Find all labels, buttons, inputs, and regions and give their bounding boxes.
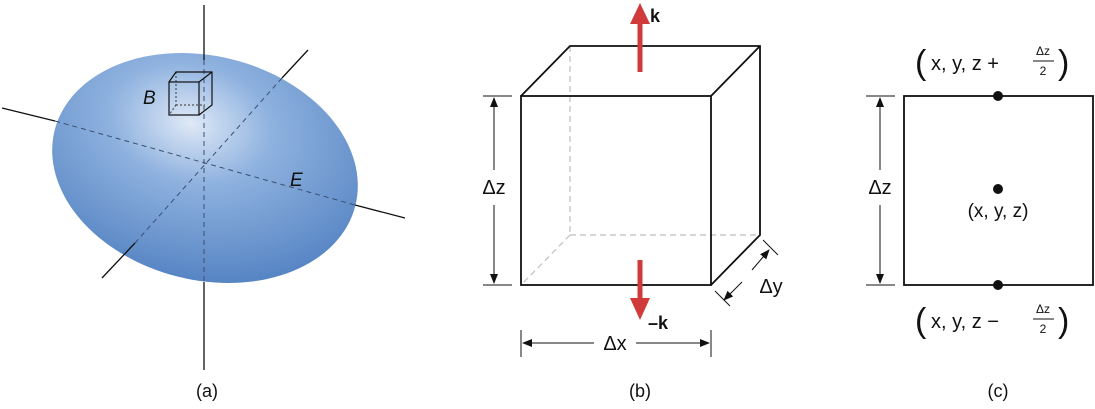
center-point-label: (x, y, z) [968,201,1029,222]
y-axis-bottom [101,242,136,279]
top-frac-numerator: Δz [1036,44,1050,58]
center-point [993,184,1003,194]
ellipsoid-e-label: E [290,170,303,191]
caption-a: (a) [196,381,218,401]
caption-c: (c) [988,381,1009,401]
bottom-paren-right: ) [1058,302,1069,340]
bottom-point-coords: x, y, z − [931,311,999,333]
dy-tick-top [762,239,779,256]
bottom-frac-denominator: 2 [1040,322,1047,336]
panel-c: Δz (x, y, z) ( x, y, z + Δz 2 ) ( x, y, … [866,44,1094,401]
dx-label: Δx [603,333,626,355]
bottom-paren-left: ( [915,302,927,340]
dy-label: Δy [759,276,782,298]
panel-a: B E (a) [1,5,406,401]
top-frac-denominator: 2 [1040,64,1047,78]
top-point-coords: x, y, z + [931,53,999,75]
c-dz-label: Δz [868,177,891,199]
dz-label: Δz [482,177,505,199]
hidden-edges [520,46,760,286]
y-axis-inside [134,77,283,244]
top-paren-right: ) [1058,44,1069,82]
x-axis-inside [54,120,356,206]
top-paren-left: ( [915,44,927,82]
top-point [993,91,1003,101]
k-vector-label: k [650,6,661,26]
panel-b: k –k Δz Δx Δy (b) [482,3,783,401]
top-point-label: ( x, y, z + Δz 2 ) [915,44,1069,82]
bottom-frac-numerator: Δz [1036,302,1050,316]
small-box-b [168,71,213,116]
bottom-point [993,280,1003,290]
dy-arrow-bottom [723,281,743,301]
cube [520,45,761,286]
caption-b: (b) [629,381,651,401]
ellipsoid-e [52,53,358,283]
dy-tick-bottom [714,290,731,307]
bottom-point-label: ( x, y, z − Δz 2 ) [915,302,1069,340]
box-b-label: B [143,88,156,109]
minus-k-vector-arrow [630,260,650,320]
k-vector-arrow [630,3,650,72]
x-axis-right [354,204,406,219]
x-axis-left [1,107,56,122]
y-axis-top [281,49,309,79]
dy-arrow-top [751,249,770,271]
minus-k-vector-label: –k [648,313,669,333]
